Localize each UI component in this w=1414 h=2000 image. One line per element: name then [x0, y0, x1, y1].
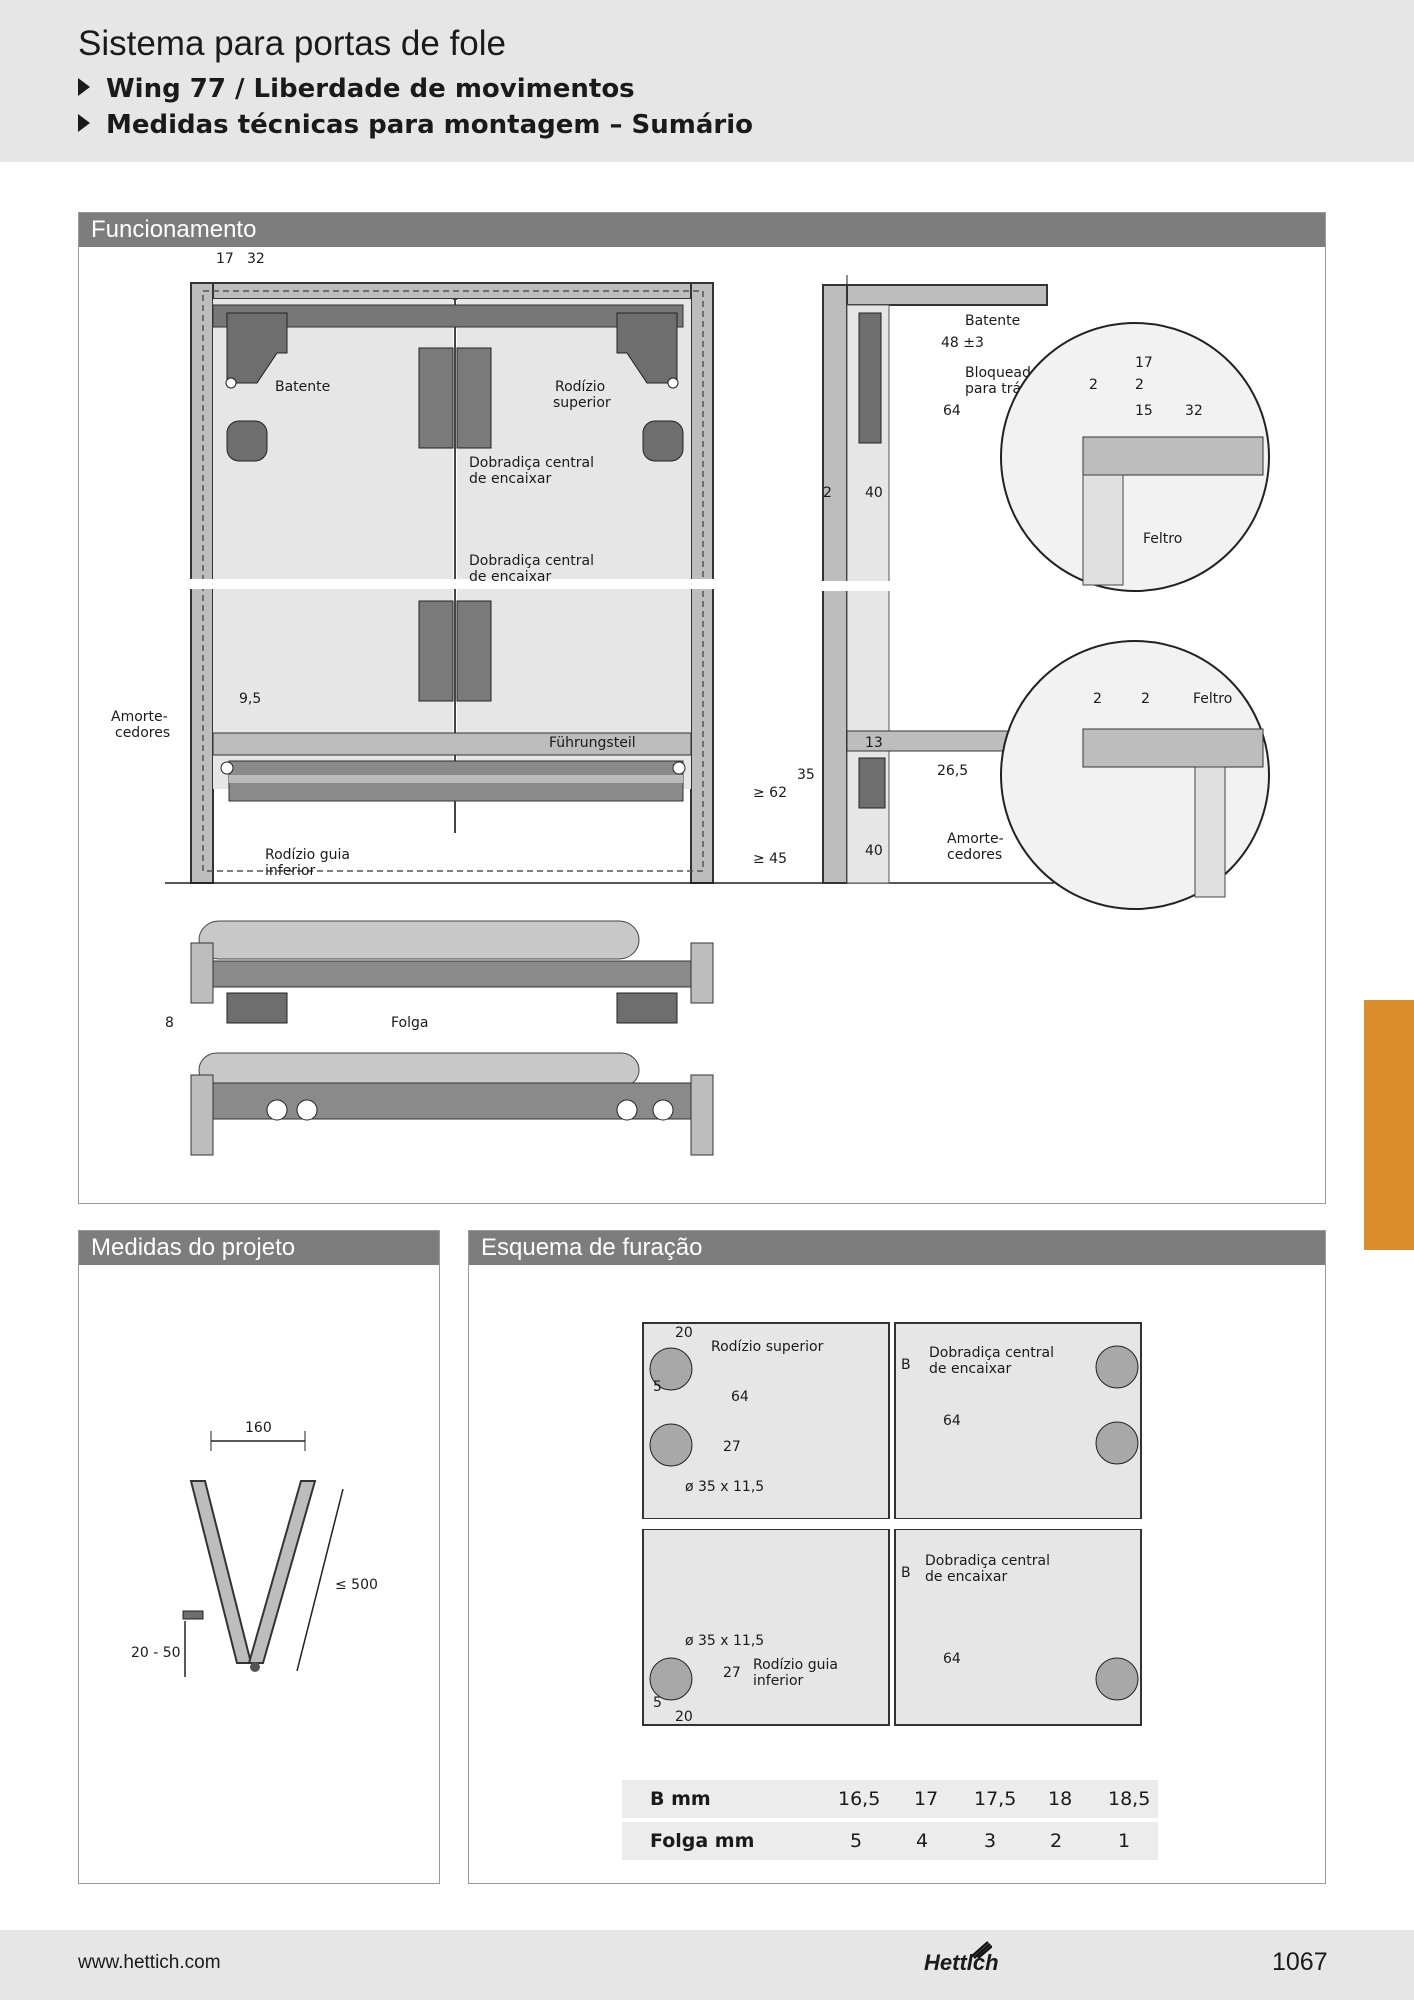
svg-text:48 ±3: 48 ±3 — [941, 335, 984, 351]
svg-text:20: 20 — [675, 1709, 693, 1725]
svg-text:de encaixar: de encaixar — [469, 471, 551, 487]
page-header: Sistema para portas de fole Wing 77 / Li… — [0, 0, 1414, 162]
front-view: 17 32 Batente Rodízio superior Dobradiça… — [111, 251, 1054, 884]
page-number: 1067 — [1272, 1948, 1328, 1976]
subtitle-2: Medidas técnicas para montagem – Sumário — [78, 110, 753, 140]
panel-title: Medidas do projeto — [79, 1231, 439, 1265]
svg-text:B: B — [901, 1357, 911, 1373]
panel-esquema-furacao: Esquema de furação 20 Rodízio superior 5… — [468, 1230, 1326, 1884]
svg-text:ø 35 x 11,5: ø 35 x 11,5 — [685, 1633, 764, 1649]
svg-text:26,5: 26,5 — [937, 763, 968, 779]
svg-text:Bloqueador: Bloqueador — [965, 365, 1045, 381]
svg-text:2: 2 — [1135, 377, 1144, 393]
svg-text:Rodízio superior: Rodízio superior — [711, 1339, 824, 1355]
svg-text:≥ 62: ≥ 62 — [753, 785, 787, 801]
page-title: Sistema para portas de fole — [78, 24, 507, 63]
svg-text:5: 5 — [653, 1695, 662, 1711]
subtitle-1: Wing 77 / Liberdade de movimentos — [78, 74, 635, 104]
svg-text:64: 64 — [731, 1389, 749, 1405]
svg-text:Dobradiça central: Dobradiça central — [929, 1345, 1054, 1361]
panel-title: Esquema de furação — [469, 1231, 1325, 1265]
detail-circle-bottom: 2 2 Feltro — [1000, 640, 1270, 910]
section-tab-marker — [1364, 1000, 1414, 1250]
svg-text:Batente: Batente — [965, 313, 1020, 329]
svg-text:Dobradiça central: Dobradiça central — [925, 1553, 1050, 1569]
svg-text:5: 5 — [653, 1379, 662, 1395]
svg-text:64: 64 — [943, 403, 961, 419]
page-footer: www.hettich.com Hettich 1067 — [0, 1930, 1414, 2000]
svg-text:Amorte-: Amorte- — [111, 709, 168, 725]
b-folga-table: B mm 16,5 17 17,5 18 18,5 Folga mm 5 4 3… — [622, 1780, 1158, 1864]
svg-text:35: 35 — [797, 767, 815, 783]
detail-circle-top: 17 2 2 15 32 Feltro — [1000, 322, 1270, 592]
svg-text:Batente: Batente — [275, 379, 330, 395]
svg-text:2: 2 — [1089, 377, 1098, 393]
svg-text:inferior: inferior — [265, 863, 316, 879]
svg-text:para trás: para trás — [965, 381, 1028, 397]
svg-text:de encaixar: de encaixar — [469, 569, 551, 585]
svg-text:17: 17 — [216, 251, 234, 267]
triangle-bullet-icon — [78, 78, 90, 96]
svg-text:40: 40 — [865, 843, 883, 859]
svg-text:superior: superior — [553, 395, 611, 411]
footer-logo: Hettich — [924, 1950, 999, 1975]
svg-text:15: 15 — [1135, 403, 1153, 419]
svg-text:Folga: Folga — [391, 1015, 428, 1031]
svg-text:9,5: 9,5 — [239, 691, 261, 707]
table-row: Folga mm 5 4 3 2 1 — [622, 1822, 1158, 1860]
svg-text:Feltro: Feltro — [1143, 531, 1182, 547]
furacao-drawing: 20 Rodízio superior 5 64 27 ø 35 x 11,5 … — [639, 1322, 1145, 1726]
panel-medidas-projeto: Medidas do projeto 160 ≤ 500 20 - 50 — [78, 1230, 440, 1884]
svg-text:64: 64 — [943, 1413, 961, 1429]
svg-text:cedores: cedores — [115, 725, 170, 741]
hettich-logo-icon — [969, 1941, 992, 1959]
svg-text:Dobradiça central: Dobradiça central — [469, 455, 594, 471]
panel-funcionamento: Funcionamento — [78, 212, 1326, 1204]
svg-text:Dobradiça central: Dobradiça central — [469, 553, 594, 569]
svg-text:20 - 50: 20 - 50 — [131, 1645, 181, 1661]
medidas-drawing: 160 ≤ 500 20 - 50 — [131, 1420, 378, 1677]
svg-text:inferior: inferior — [753, 1673, 804, 1689]
svg-text:160: 160 — [245, 1420, 272, 1436]
svg-text:32: 32 — [1185, 403, 1203, 419]
svg-text:≥ 45: ≥ 45 — [753, 851, 787, 867]
panel-title: Funcionamento — [79, 213, 1325, 247]
svg-text:Rodízio guia: Rodízio guia — [753, 1657, 838, 1673]
svg-text:2: 2 — [1093, 691, 1102, 707]
svg-text:Feltro: Feltro — [1193, 691, 1232, 707]
svg-text:2: 2 — [823, 485, 832, 501]
svg-text:27: 27 — [723, 1439, 741, 1455]
svg-text:B: B — [901, 1565, 911, 1581]
table-row: B mm 16,5 17 17,5 18 18,5 — [622, 1780, 1158, 1818]
svg-text:2: 2 — [1141, 691, 1150, 707]
svg-text:64: 64 — [943, 1651, 961, 1667]
svg-text:27: 27 — [723, 1665, 741, 1681]
svg-text:≤ 500: ≤ 500 — [335, 1577, 378, 1593]
footer-url[interactable]: www.hettich.com — [78, 1952, 221, 1973]
svg-text:20: 20 — [675, 1325, 693, 1341]
svg-text:Führungsteil: Führungsteil — [549, 735, 636, 751]
svg-text:Rodízio guia: Rodízio guia — [265, 847, 350, 863]
svg-text:Amorte-: Amorte- — [947, 831, 1004, 847]
side-view: Batente 48 ±3 Bloqueador para trás 64 2 … — [753, 275, 1059, 884]
svg-text:de encaixar: de encaixar — [925, 1569, 1007, 1585]
top-view-closed — [190, 920, 714, 1024]
svg-text:de encaixar: de encaixar — [929, 1361, 1011, 1377]
funcionamento-drawing: 17 32 Batente Rodízio superior Dobradiça… — [111, 251, 1270, 1156]
svg-text:8: 8 — [165, 1015, 174, 1031]
svg-text:32: 32 — [247, 251, 265, 267]
svg-text:cedores: cedores — [947, 847, 1002, 863]
top-view-open — [190, 1052, 714, 1156]
svg-text:13: 13 — [865, 735, 883, 751]
triangle-bullet-icon — [78, 114, 90, 132]
svg-text:17: 17 — [1135, 355, 1153, 371]
svg-text:40: 40 — [865, 485, 883, 501]
svg-text:Rodízio: Rodízio — [555, 379, 605, 395]
svg-text:ø 35 x 11,5: ø 35 x 11,5 — [685, 1479, 764, 1495]
